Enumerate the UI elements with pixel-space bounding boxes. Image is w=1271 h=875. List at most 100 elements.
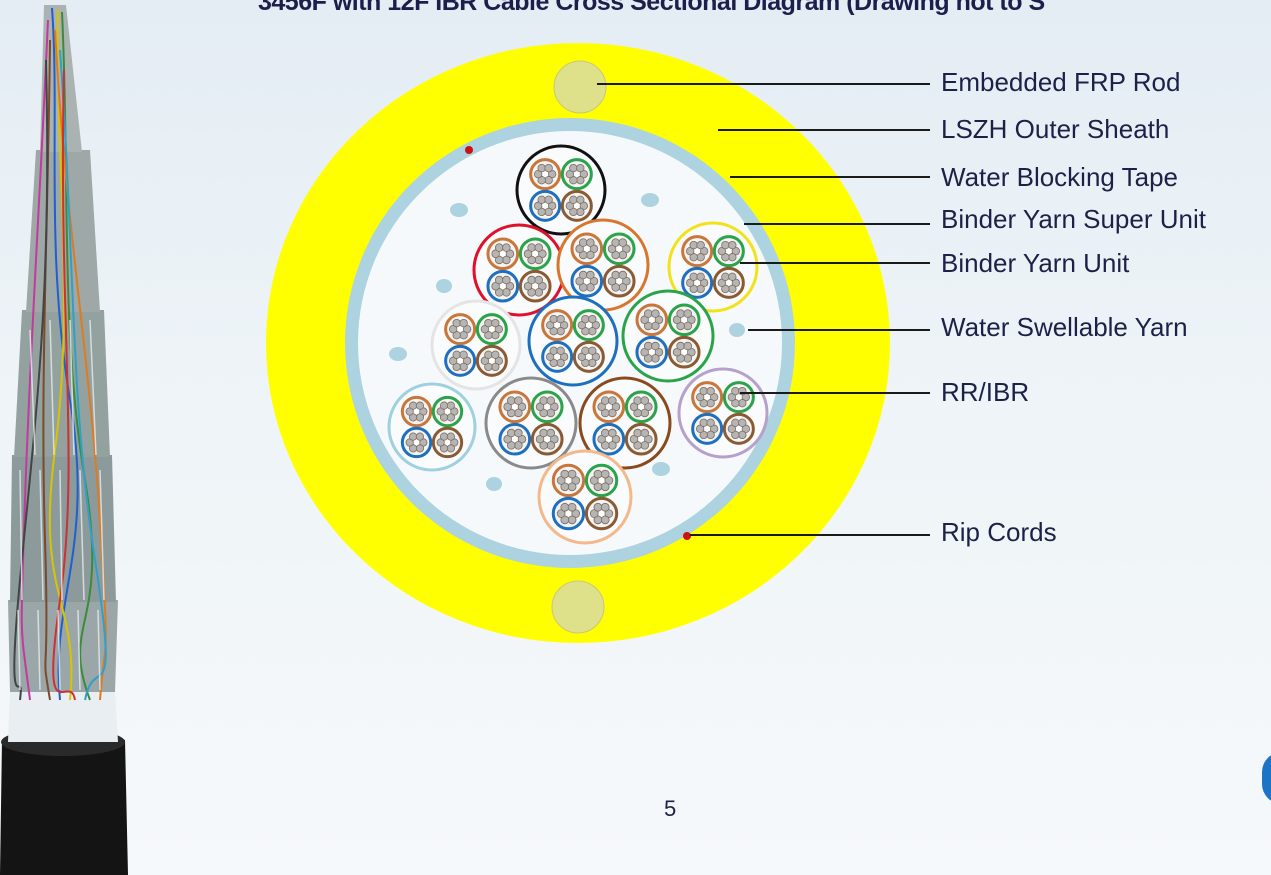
fiber-ribbon [459, 318, 468, 328]
fiber-ribbon [549, 346, 558, 355]
frp-rod-bottom [551, 580, 605, 634]
fiber-ribbon [452, 350, 461, 359]
binder-ring [527, 295, 619, 387]
fiber-ribbon [439, 432, 449, 441]
fiber-ribbon [696, 284, 705, 294]
fiber-ribbon [556, 327, 565, 336]
fiber-ribbon [586, 283, 595, 292]
fiber-center [544, 436, 551, 443]
fiber-center [554, 322, 561, 329]
binder-super-unit-light-blue [387, 382, 477, 472]
fiber-center [413, 439, 420, 446]
fiber-center [499, 283, 506, 290]
binder-ring [537, 449, 633, 545]
fiber-ribbon [600, 482, 610, 492]
fiber-ribbon [506, 428, 516, 438]
fiber-ribbon [514, 396, 523, 405]
fiber-ribbon [696, 253, 705, 262]
fiber-ribbon [600, 515, 610, 525]
fiber-ribbon [699, 418, 708, 427]
fiber-ribbon [611, 270, 620, 280]
fiber-ribbon [502, 255, 511, 265]
fiber-ribbon [549, 314, 558, 324]
fiber-ribbon [696, 240, 705, 250]
fiber-ribbon [608, 408, 617, 418]
fiber-center [457, 326, 464, 333]
fiber-ribbon [576, 176, 585, 185]
fiber-center [554, 353, 561, 360]
fiber-ribbon [640, 408, 650, 418]
fiber-ribbon [546, 441, 556, 450]
binder-super-unit-black [515, 144, 607, 236]
fiber-ribbon [576, 195, 585, 204]
fiber-center [638, 403, 645, 410]
fiber-ribbon [600, 396, 610, 405]
fiber-ribbon [683, 354, 693, 363]
fiber-ribbon [651, 354, 660, 363]
fiber-ribbon [643, 309, 653, 318]
fiber-ribbon [588, 346, 597, 355]
fiber-ribbon [514, 441, 523, 450]
fiber-center [725, 248, 732, 255]
fiber-ribbon [546, 408, 556, 418]
fiber-ribbon [721, 272, 730, 281]
fiber-center [583, 245, 590, 252]
fiber-ribbon [581, 314, 590, 324]
fiber-ribbon [539, 428, 548, 438]
fiber-ribbon [618, 270, 628, 280]
fiber-ribbon [633, 396, 642, 405]
fiber-ribbon [446, 413, 455, 422]
fiber-ribbon [588, 358, 597, 368]
fiber-ribbon [556, 358, 565, 368]
fiber-ribbon [569, 195, 578, 204]
fiber-ribbon [699, 386, 708, 396]
label-binder-super-unit: Binder Yarn Super Unit [941, 204, 1206, 234]
fiber-ribbon [494, 243, 504, 252]
fiber-ribbon [600, 428, 610, 438]
fiber-ribbon [640, 396, 650, 405]
fiber-ribbon [651, 309, 660, 318]
fiber-ribbon [593, 502, 603, 512]
fiber-ribbon [706, 418, 715, 427]
fiber-ribbon [546, 428, 556, 438]
fiber-center [488, 357, 495, 364]
fiber-ribbon [446, 432, 455, 441]
fiber-tier-1 [8, 600, 118, 692]
fiber-center [605, 403, 612, 410]
fiber-ribbon [491, 331, 500, 340]
fiber-center [648, 316, 655, 323]
fiber-ribbon [728, 272, 737, 281]
binder-super-unit-yellow [667, 221, 759, 313]
fiber-center [532, 250, 539, 257]
fiber-ribbon [706, 430, 715, 440]
binder-super-units [387, 144, 769, 545]
fiber-center [413, 408, 420, 415]
fiber-ribbon [738, 418, 747, 427]
fiber-ribbon [537, 163, 546, 173]
binder-super-unit-violet [677, 367, 769, 459]
binder-super-unit-gray [484, 376, 578, 470]
fiber-ribbon [618, 238, 628, 247]
page-title: 3456F with 12F IBR Cable Cross Sectional… [258, 0, 1045, 16]
fiber-ribbon [446, 444, 455, 453]
fiber-ribbon [569, 163, 578, 173]
fiber-ribbon [586, 250, 595, 260]
fiber-ribbon [738, 430, 747, 440]
fiber-ribbon [415, 413, 425, 422]
fiber-ribbon [728, 253, 737, 262]
fiber-ribbon [721, 240, 730, 250]
fiber-center [735, 394, 742, 401]
fiber-center [542, 202, 549, 209]
fiber-ribbon [534, 275, 544, 285]
fiber-ribbon [600, 469, 610, 479]
cable-photo [0, 5, 128, 875]
binder-ring [484, 376, 578, 470]
fiber-ribbon [494, 275, 504, 285]
fiber-ribbon [459, 350, 468, 359]
fiber-center [499, 250, 506, 257]
fiber-ribbon [502, 243, 511, 252]
label-rr-ibr: RR/IBR [941, 377, 1030, 407]
fiber-center [544, 403, 551, 410]
fiber-ribbon [567, 502, 577, 512]
fiber-ribbon [556, 314, 565, 324]
